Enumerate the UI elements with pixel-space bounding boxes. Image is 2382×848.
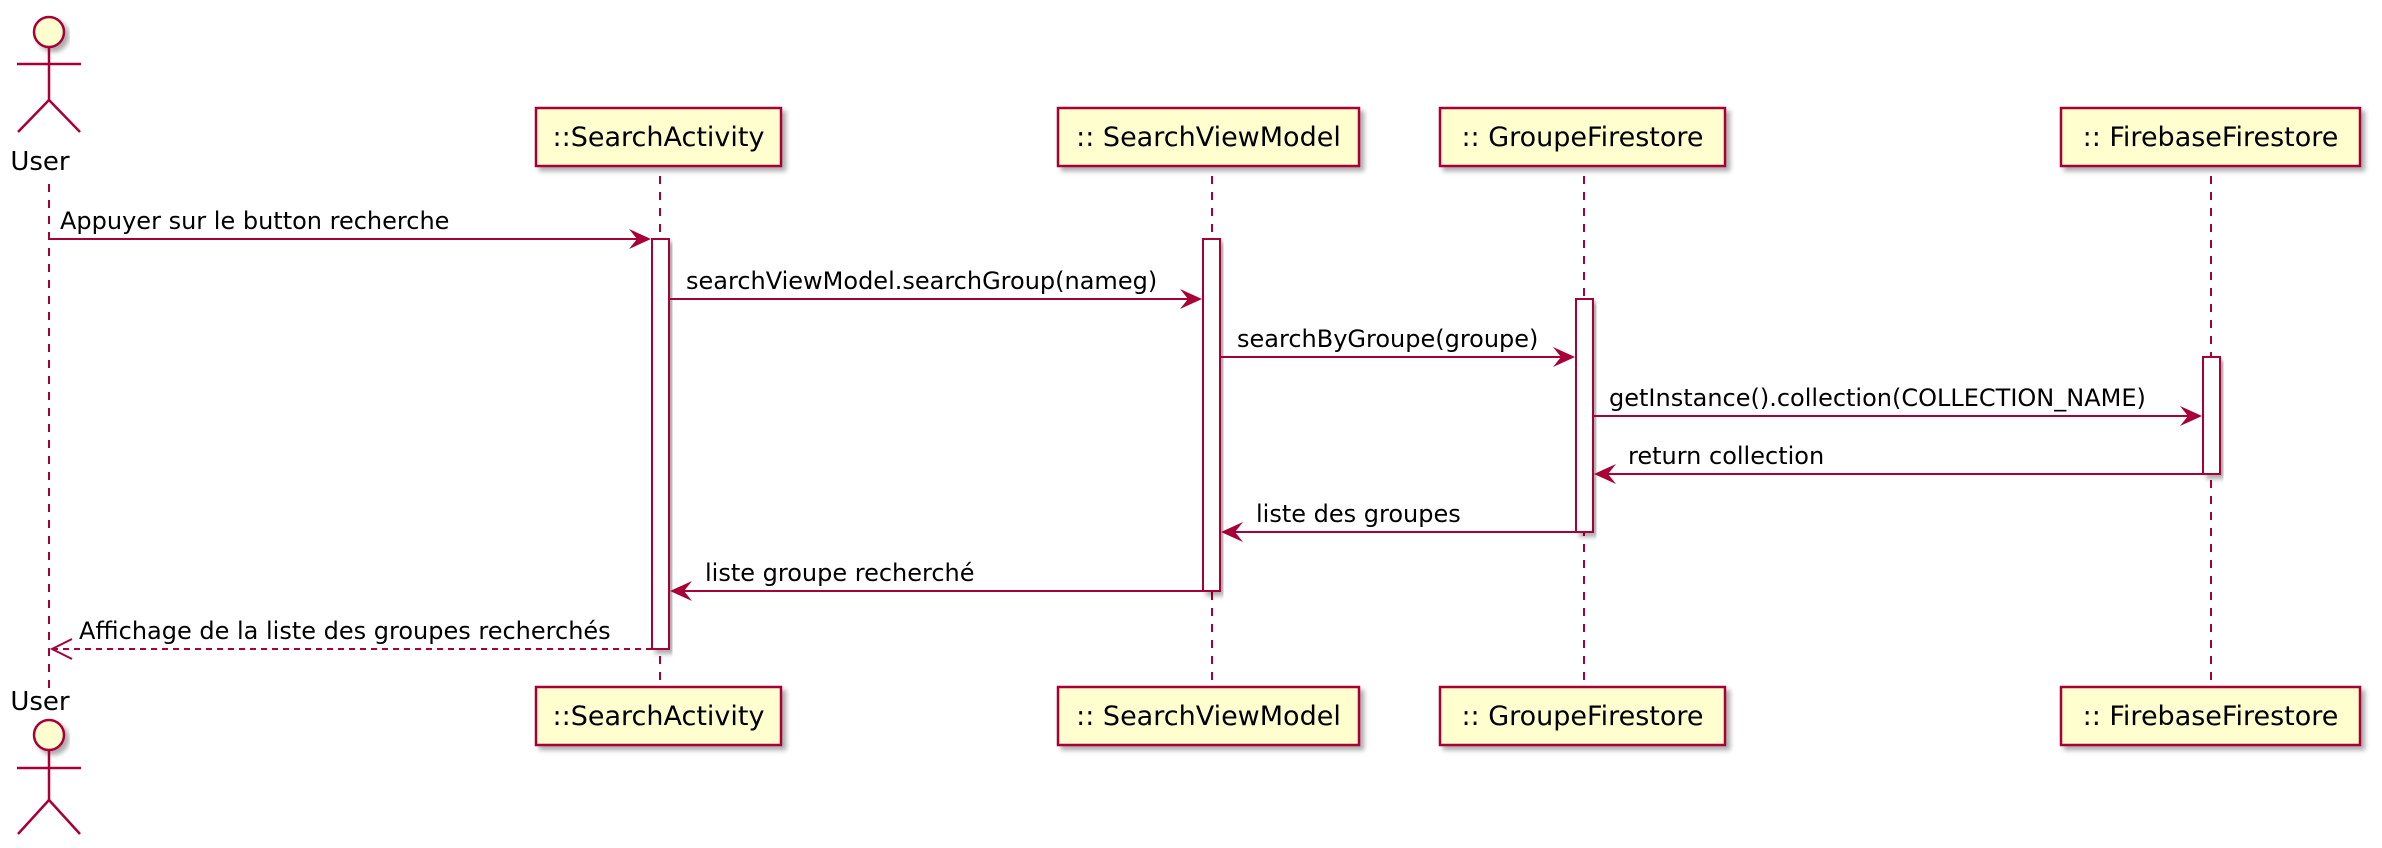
actor-user-bottom [17,718,81,835]
participant-label: :: GroupeFirestore [1461,122,1703,153]
participant-firebase-firestore-bottom: :: FirebaseFirestore [2059,685,2362,747]
message-4: getInstance().collection(COLLECTION_NAME… [1593,384,2202,426]
message-label: getInstance().collection(COLLECTION_NAME… [1609,384,2146,412]
participant-label: ::SearchActivity [553,122,765,153]
participant-label: :: GroupeFirestore [1461,701,1703,732]
activation-search-activity [651,238,670,650]
message-2: searchViewModel.searchGroup(nameg) [669,267,1202,309]
message-6: liste des groupes [1221,500,1576,542]
participant-groupe-firestore-bottom: :: GroupeFirestore [1438,685,1727,747]
participant-label: :: SearchViewModel [1076,122,1341,153]
message-label: liste des groupes [1256,500,1461,528]
actor-head [32,15,66,49]
participant-label: ::SearchActivity [553,701,765,732]
message-label: return collection [1628,442,1824,470]
message-label: searchByGroupe(groupe) [1237,325,1538,353]
participant-label: :: FirebaseFirestore [2083,701,2339,732]
actor-user-top [17,15,81,133]
participant-groupe-firestore-top: :: GroupeFirestore [1438,106,1727,168]
participant-search-view-model-bottom: :: SearchViewModel [1056,685,1361,747]
participant-search-activity-top: ::SearchActivity [534,106,783,168]
message-1: Appuyer sur le button recherche [49,207,651,249]
activation-firebase-firestore [2202,356,2221,475]
message-7: liste groupe recherché [670,559,1203,601]
activation-search-view-model [1202,238,1221,592]
actor-head [32,718,66,752]
message-8: Affichage de la liste des groupes recher… [49,617,652,660]
message-label: liste groupe recherché [705,559,975,587]
message-label: Appuyer sur le button recherche [60,207,449,235]
message-3: searchByGroupe(groupe) [1220,325,1575,367]
participant-firebase-firestore-top: :: FirebaseFirestore [2059,106,2362,168]
message-label: Affichage de la liste des groupes recher… [79,617,611,645]
participant-search-activity-bottom: ::SearchActivity [534,685,783,747]
participant-label: :: SearchViewModel [1076,701,1341,732]
actor-label-bottom: User [10,687,70,717]
participant-search-view-model-top: :: SearchViewModel [1056,106,1361,168]
message-label: searchViewModel.searchGroup(nameg) [686,267,1157,295]
participant-label: :: FirebaseFirestore [2083,122,2339,153]
actor-label-top: User [10,147,70,177]
activation-groupe-firestore [1575,298,1594,533]
message-5: return collection [1594,442,2203,484]
